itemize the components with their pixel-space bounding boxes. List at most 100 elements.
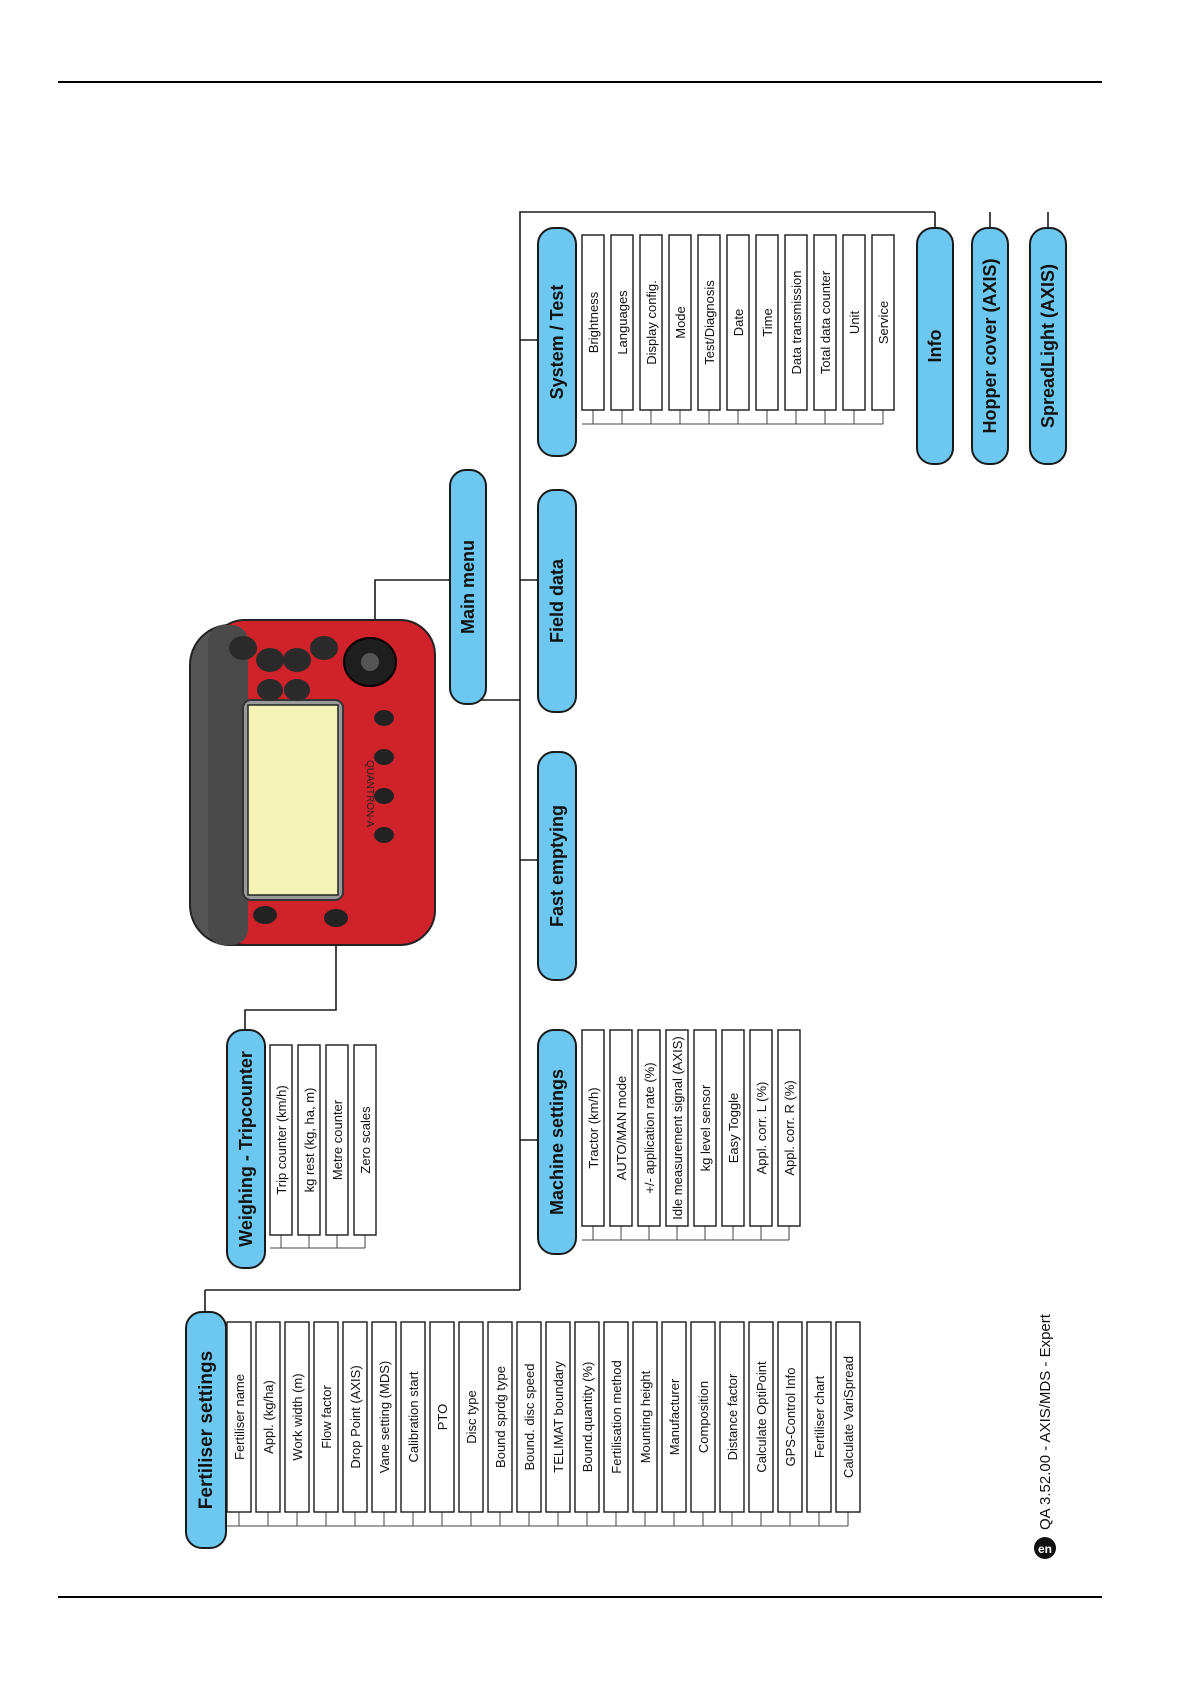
machine-item-label: Appl. corr. R (%) [782,1080,797,1175]
fertiliser-item-label: Bound.quantity (%) [580,1362,595,1473]
fertiliser-item-box [690,1321,716,1513]
weighing-item-label: Trip counter (km/h) [274,1085,289,1194]
weighing-title: Weighing - Tripcounter [236,1051,256,1247]
fertiliser-item: TELIMAT boundary [545,1321,571,1526]
weighing-item-box [297,1044,321,1236]
extra-node-label: Info [925,330,945,363]
fertiliser-item: Disc type [458,1321,484,1526]
system-item-box [668,234,692,411]
machine-item-label: +/- application rate (%) [642,1062,657,1193]
main-menu-label: Main menu [458,540,478,634]
footer: en QA 3.52.00 - AXIS/MDS - Expert [1034,1313,1056,1559]
machine-item: +/- application rate (%) [637,1029,661,1240]
machine-item-label: Easy Toggle [726,1093,741,1164]
fertiliser-item: Drop Point (AXIS) [342,1321,368,1526]
connector-device-weighing [244,930,337,1030]
system-item-label: Total data counter [818,270,833,374]
fertiliser-item: PTO [429,1321,455,1526]
system-item-label: Time [760,308,775,336]
language-badge-text: en [1038,1542,1052,1556]
system-item-box [581,234,605,411]
extra-node: Info [916,227,954,465]
fertiliser-item-box [400,1321,426,1513]
system-node: System / Test [537,227,577,457]
footer-version-text: QA 3.52.00 - AXIS/MDS - Expert [1037,1313,1054,1530]
fertiliser-item-box [632,1321,658,1513]
weighing-item-label: kg rest (kg, ha, m) [302,1088,317,1193]
fertiliser-item-box [719,1321,745,1513]
fertiliser-item: Vane setting (MDS) [371,1321,397,1526]
main-menu-node: Main menu [449,469,487,705]
extra-node-bubble [1029,227,1067,465]
device-softkeys [374,710,394,843]
fertiliser-item-label: Work width (m) [290,1373,305,1460]
fertiliser-item: Appl. (kg/ha) [255,1321,281,1526]
fertiliser-item: Work width (m) [284,1321,310,1526]
extra-node-label: Hopper cover (AXIS) [980,258,1000,433]
weighing-item-box [353,1044,377,1236]
fertiliser-item-label: Vane setting (MDS) [377,1361,392,1473]
fertiliser-item: Fertiliser name [226,1321,252,1526]
fertiliser-item-box [516,1321,542,1513]
machine-title: Machine settings [547,1069,567,1215]
fast-emptying-title: Fast emptying [547,805,567,927]
fertiliser-item-label: TELIMAT boundary [551,1361,566,1473]
fertiliser-item-box [226,1321,252,1513]
system-item-box [784,234,808,411]
weighing-item-label: Zero scales [358,1106,373,1174]
extra-node-bubble [971,227,1009,465]
fertiliser-item-box [777,1321,803,1513]
fertiliser-item-box [545,1321,571,1513]
machine-node: Machine settings [537,1029,577,1255]
fast-emptying-node: Fast emptying [537,751,577,981]
language-badge [1034,1537,1056,1559]
device-enter-key [324,909,348,927]
system-item: Brightness [581,234,605,424]
connector-bus [519,211,935,1290]
fertiliser-item: Mounting height [632,1321,658,1526]
system-item-label: Languages [615,290,630,355]
extra-node: Hopper cover (AXIS) [971,227,1009,465]
fertiliser-item-label: Composition [696,1381,711,1453]
system-item: Data transmission [784,234,808,424]
fertiliser-item: Bound sprdg type [487,1321,513,1526]
system-items: Brightness Languages Display config. Mode Te… [581,234,895,425]
machine-item-box [609,1029,633,1227]
system-item-box [871,234,895,411]
fertiliser-item-box [458,1321,484,1513]
fertiliser-item-box [806,1321,832,1513]
system-item-label: Data transmission [789,270,804,374]
fertiliser-items: Fertiliser name Appl. (kg/ha) Work width (… [226,1321,861,1527]
fertiliser-item: Calculate VariSpread [835,1321,861,1526]
system-item: Service [871,234,895,424]
device-brand-label: QUANTRON-A [364,760,375,828]
system-item: Display config. [639,234,663,424]
system-item-label: Mode [673,306,688,339]
machine-item: Appl. corr. R (%) [777,1029,801,1240]
system-item: Date [726,234,750,424]
machine-item-box [749,1029,773,1227]
system-item-label: Display config. [644,280,659,365]
machine-item-box [665,1029,689,1227]
system-item-box [610,234,634,411]
machine-item-box [777,1029,801,1227]
fertiliser-item-label: Distance factor [725,1373,740,1460]
system-item-label: Test/Diagnosis [702,280,717,365]
fertiliser-item-label: Appl. (kg/ha) [261,1380,276,1454]
weighing-node: Weighing - Tripcounter [226,1029,266,1269]
system-item: Test/Diagnosis [697,234,721,424]
fertiliser-item-label: Calculate OptiPoint [754,1361,769,1473]
fertiliser-item-label: Mounting height [638,1370,653,1463]
fertiliser-item: Fertilisation method [603,1321,629,1526]
fertiliser-item-box [284,1321,310,1513]
machine-item-box [637,1029,661,1227]
fertiliser-node: Fertiliser settings [185,1311,227,1549]
fertiliser-item: Manufacturer [661,1321,687,1526]
system-item-box [697,234,721,411]
fertiliser-item-label: Flow factor [319,1385,334,1449]
machine-item-label: Idle measurement signal (AXIS) [670,1036,685,1220]
machine-item: kg level sensor [693,1029,717,1240]
fertiliser-item-box [255,1321,281,1513]
